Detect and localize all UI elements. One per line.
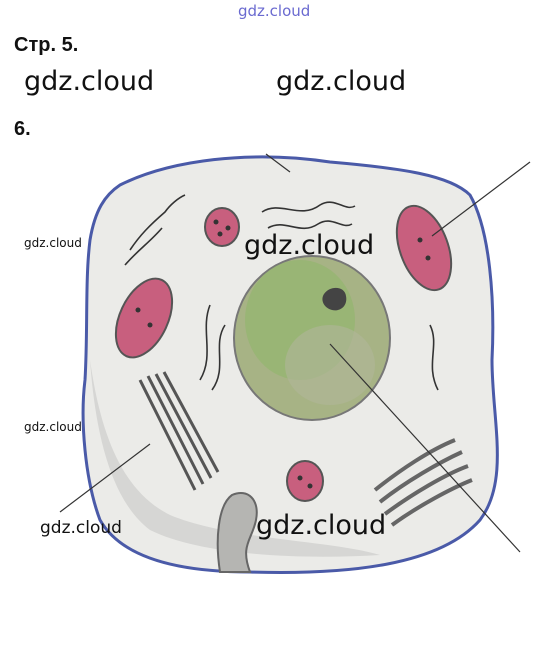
watermark-left-middle: gdz.cloud <box>24 420 82 434</box>
watermark-row-left: gdz.cloud <box>24 66 155 97</box>
nucleolus <box>322 287 347 311</box>
watermark-left-upper: gdz.cloud <box>24 236 82 250</box>
top-watermark: gdz.cloud <box>238 2 311 20</box>
page-label: Стр. 5. <box>14 34 79 56</box>
organelle-bottom <box>286 460 324 502</box>
microtubules <box>138 371 220 491</box>
mitochondrion-left <box>114 277 174 359</box>
mitochondrion-right <box>395 204 453 292</box>
label-pointer-lines <box>59 153 531 553</box>
watermark-left-lower: gdz.cloud <box>40 518 122 538</box>
nucleus-texture-2 <box>285 325 375 405</box>
watermark-cell-center: gdz.cloud <box>244 230 375 261</box>
watermark-row-right: gdz.cloud <box>276 66 407 97</box>
organelle-top-left <box>204 207 240 247</box>
golgi-apparatus <box>373 438 473 527</box>
task-number: 6. <box>14 118 31 140</box>
watermark-bottom-center: gdz.cloud <box>256 510 387 541</box>
membrane-fold <box>216 492 258 573</box>
endoplasmic-reticulum <box>124 194 439 391</box>
